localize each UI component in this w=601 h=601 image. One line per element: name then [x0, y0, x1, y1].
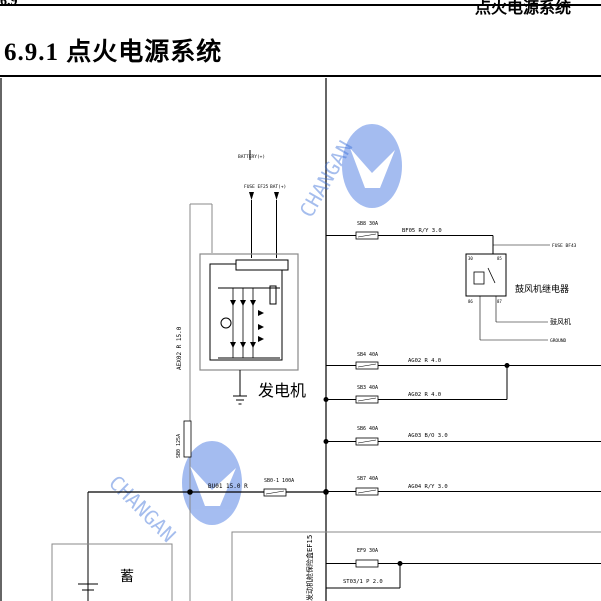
title-rule: [0, 75, 601, 77]
section-heading: 6.9.1 点火电源系统: [4, 32, 222, 68]
wire-aex02-label: AEX02 R 15.0: [176, 326, 183, 370]
wire-bu01-label: BU01 15.0 R: [208, 483, 248, 490]
section-title-text: 点火电源系统: [66, 37, 223, 66]
relay-pin-87: 87: [497, 299, 502, 304]
fuse-ef25-label: FUSE EF25: [244, 184, 269, 190]
fuse-sb8-label: SB8 30A: [357, 221, 378, 227]
diode-bridge-icon: [230, 300, 264, 348]
header-section-title: 点火电源系统: [474, 0, 571, 17]
generator-housing: [199, 253, 299, 371]
wire-st03-label: ST03/1 P 2.0: [343, 579, 383, 585]
fuse-sb7-label: SB7 40A: [357, 476, 378, 482]
stator-icon: [220, 317, 232, 329]
generator-rectifier: [209, 263, 283, 361]
blower-label: 鼓风机: [550, 317, 571, 326]
fuse-sb4-label: SB4 40A: [357, 352, 378, 358]
top-connector-label: BATTERY(+): [238, 154, 265, 160]
relay-pin-30: 30: [468, 256, 473, 261]
blower-relay: [465, 253, 507, 297]
wire-ag02b-label: AG02 R 4.0: [408, 392, 441, 398]
watermark-logo-mid: [182, 441, 242, 525]
fuse-ef9-label: EF9 30A: [357, 548, 378, 554]
wire-ag02a-label: AG02 R 4.0: [408, 358, 441, 364]
fuse-sb3-label: SB3 40A: [357, 385, 378, 391]
battery-box: [51, 543, 173, 601]
fuse-sb6-label: SB6 40A: [357, 426, 378, 432]
section-number: 6.9.1: [4, 39, 59, 66]
watermark-logo-top: [342, 124, 402, 208]
wire-ag03-label: AG03 B/O 3.0: [408, 433, 448, 439]
header-rule: [0, 4, 601, 6]
blower-relay-label: 鼓风机继电器: [515, 283, 569, 295]
fuse-sb0-label: SB0-1 100A: [264, 478, 294, 484]
ground-icon: [233, 395, 247, 405]
wiring-diagram: CHANGAN CHANGAN BATTERY(+) FUSE EF25 BAT…: [0, 78, 601, 601]
arrow-icon: [274, 192, 279, 200]
fuse-bf43-label: FUSE BF43: [552, 243, 577, 249]
relay-pin-85: 85: [497, 256, 502, 261]
relay-pin-86: 86: [468, 299, 473, 304]
watermark-text-mid: CHANGAN: [104, 470, 181, 547]
wire-bf05-label: BF05 R/Y 3.0: [402, 228, 442, 234]
battery-label: 蓄: [120, 569, 134, 585]
generator-label: 发电机: [258, 381, 306, 400]
fuse-box-label: 发动机舱保险盒EF15: [305, 535, 314, 601]
fuse-sb0-vertical-icon: [183, 420, 192, 458]
fuse-sb-vertical-label: SB0 125A: [176, 434, 182, 458]
top-right-small-label: BAT(+): [270, 184, 286, 190]
engine-fuse-box: [231, 531, 601, 601]
battery-icon: [78, 583, 98, 601]
ground-label: GROUND: [550, 338, 567, 344]
fuse-ef9-icon: [355, 559, 379, 568]
arrow-icon: [249, 192, 254, 200]
wire-ag04-label: AG04 R/Y 3.0: [408, 484, 448, 490]
